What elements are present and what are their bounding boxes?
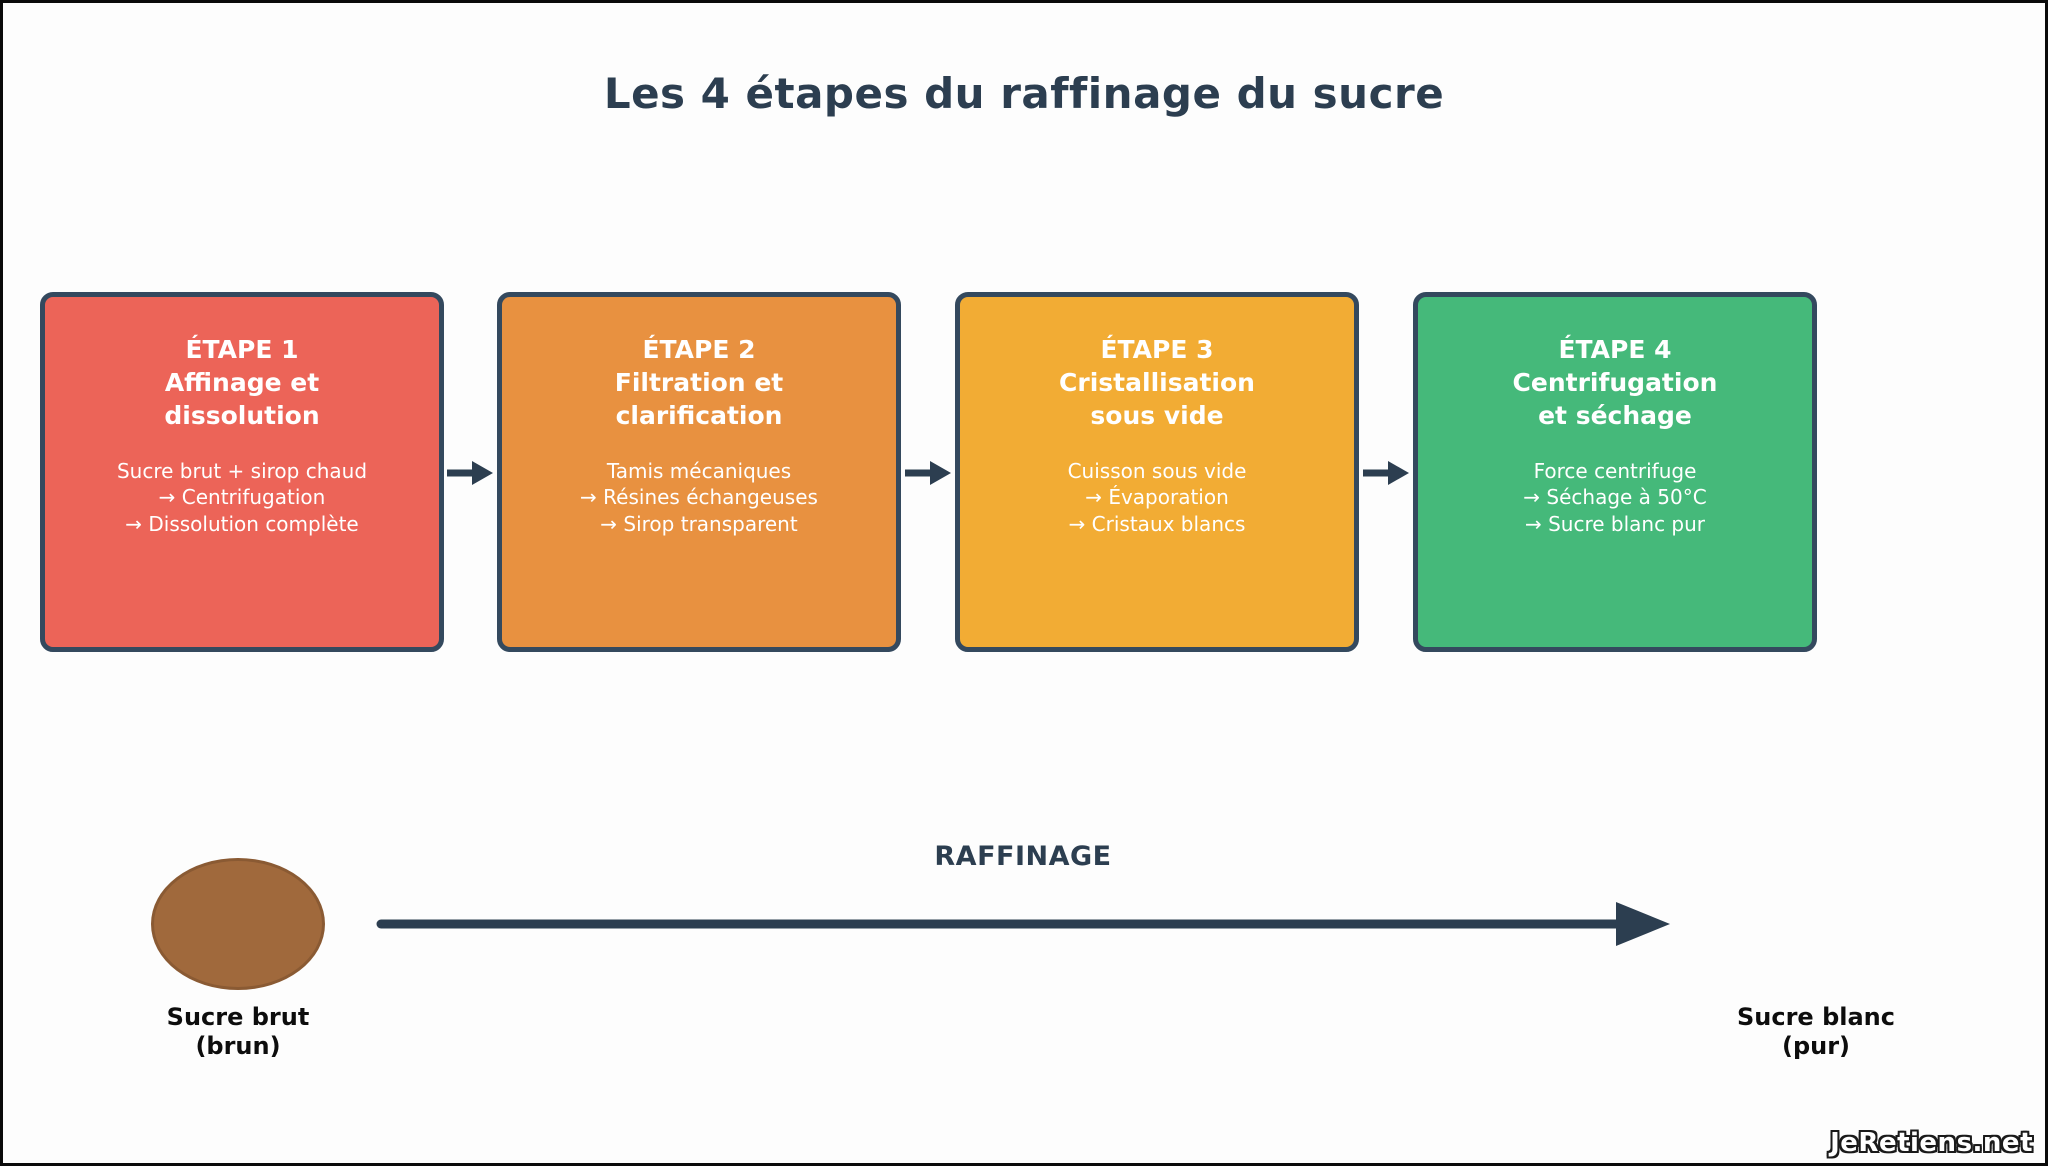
step-arrow-1-2-icon: [447, 461, 493, 485]
diagram-title: Les 4 étapes du raffinage du sucre: [603, 69, 1445, 118]
step-arrow-3-4-icon: [1363, 461, 1409, 485]
raffinage-label: RAFFINAGE: [934, 841, 1112, 872]
step-2-details: Tamis mécaniques → Résines échangeuses →…: [580, 459, 818, 536]
raw-sugar-ellipse: [151, 858, 325, 990]
step-4-heading: ÉTAPE 4 Centrifugation et séchage: [1512, 335, 1718, 430]
raffinage-arrow-icon: [376, 902, 1670, 946]
step-1-box: ÉTAPE 1 Affinage et dissolution Sucre br…: [40, 292, 444, 652]
step-3-box: ÉTAPE 3 Cristallisation sous vide Cuisso…: [955, 292, 1359, 652]
raw-sugar-label: Sucre brut (brun): [166, 1003, 310, 1061]
step-1-details: Sucre brut + sirop chaud → Centrifugatio…: [116, 459, 368, 536]
step-arrow-2-3-icon: [905, 461, 951, 485]
step-3-details: Cuisson sous vide → Évaporation → Crista…: [1067, 459, 1247, 536]
watermark: JeRetiens.net: [1830, 1128, 2033, 1158]
step-4-box: ÉTAPE 4 Centrifugation et séchage Force …: [1413, 292, 1817, 652]
step-2-heading: ÉTAPE 2 Filtration et clarification: [614, 335, 784, 430]
step-3-heading: ÉTAPE 3 Cristallisation sous vide: [1059, 335, 1255, 430]
step-1-heading: ÉTAPE 1 Affinage et dissolution: [164, 335, 320, 430]
white-sugar-label: Sucre blanc (pur): [1737, 1003, 1895, 1061]
step-2-box: ÉTAPE 2 Filtration et clarification Tami…: [497, 292, 901, 652]
step-4-details: Force centrifuge → Séchage à 50°C → Sucr…: [1523, 459, 1707, 536]
